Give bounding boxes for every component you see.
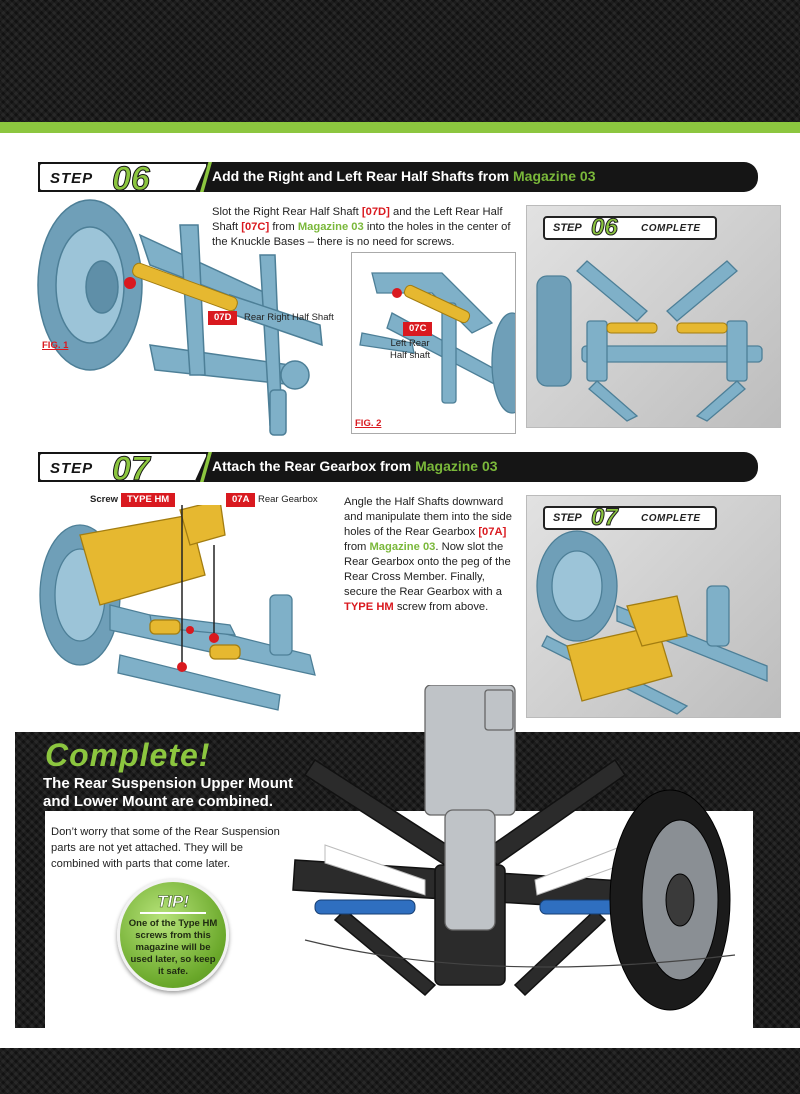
gearbox-part-tag: 07A <box>226 493 256 507</box>
screw-label: Screw <box>90 494 118 505</box>
step07-complete-word: COMPLETE <box>641 513 701 524</box>
tip-title: TIP! <box>156 892 190 912</box>
tip-text: One of the Type HM screws from this maga… <box>128 918 218 977</box>
step07-illustration <box>39 505 316 711</box>
step06-number: 06 <box>112 160 151 198</box>
step07-complete-number: 07 <box>591 504 619 532</box>
step06-complete-panel: STEP 06 COMPLETE <box>526 205 781 428</box>
step06-complete-badge: STEP 06 COMPLETE <box>543 214 717 242</box>
step06-complete-step: STEP <box>553 222 582 234</box>
fig2-chassis-illustration <box>359 272 515 414</box>
step06-complete-word: COMPLETE <box>641 223 701 234</box>
step07-complete-badge: STEP 07 COMPLETE <box>543 504 717 532</box>
step07-instructions: Angle the Half Shafts downward and manip… <box>344 496 512 613</box>
header-green-stripe <box>0 122 800 133</box>
fig2-part-tag: 07C <box>403 322 433 336</box>
fig2-box <box>351 252 516 434</box>
screw-type-tag: TYPE HM <box>121 493 176 507</box>
header-carbon-band <box>0 0 800 122</box>
step06-instructions: Slot the Right Rear Half Shaft [07D] and… <box>212 206 511 248</box>
final-chassis-illustration <box>292 685 736 1011</box>
complete-body-text: Don’t worry that some of the Rear Suspen… <box>51 826 280 870</box>
step07-title: Attach the Rear Gearbox from Magazine 03 <box>212 458 498 474</box>
step07-complete-panel: STEP 07 COMPLETE <box>526 495 781 718</box>
tip-badge: TIP! One of the Type HM screws from this… <box>117 879 229 991</box>
step06-badge: STEP 06 <box>38 162 208 192</box>
fig2-label: FIG. 2 <box>355 418 382 429</box>
step06-title: Add the Right and Left Rear Half Shafts … <box>212 168 596 184</box>
step07-number: 07 <box>112 450 151 488</box>
step07-complete-illustration <box>536 530 768 715</box>
complete-heading: Complete! <box>45 737 211 773</box>
fig1-part-tag: 07D <box>208 311 238 325</box>
fig1-label: FIG. 1 <box>42 340 69 351</box>
fig1-part-label: Rear Right Half Shaft <box>244 312 334 323</box>
step06-header-bar: STEP 06 Add the Right and Left Rear Half… <box>38 162 758 192</box>
fig1-chassis-illustration <box>37 199 323 436</box>
step06-complete-number: 06 <box>591 214 619 242</box>
tip-title-underline <box>140 912 206 914</box>
step06-complete-illustration <box>536 260 763 422</box>
step07-word: STEP <box>50 460 94 477</box>
step07-badge: STEP 07 <box>38 452 208 482</box>
footer-carbon-band <box>0 1048 800 1094</box>
step07-header-bar: STEP 07 Attach the Rear Gearbox from Mag… <box>38 452 758 482</box>
step07-complete-step: STEP <box>553 512 582 524</box>
gearbox-part-label: Rear Gearbox <box>258 494 318 505</box>
step06-word: STEP <box>50 170 94 187</box>
